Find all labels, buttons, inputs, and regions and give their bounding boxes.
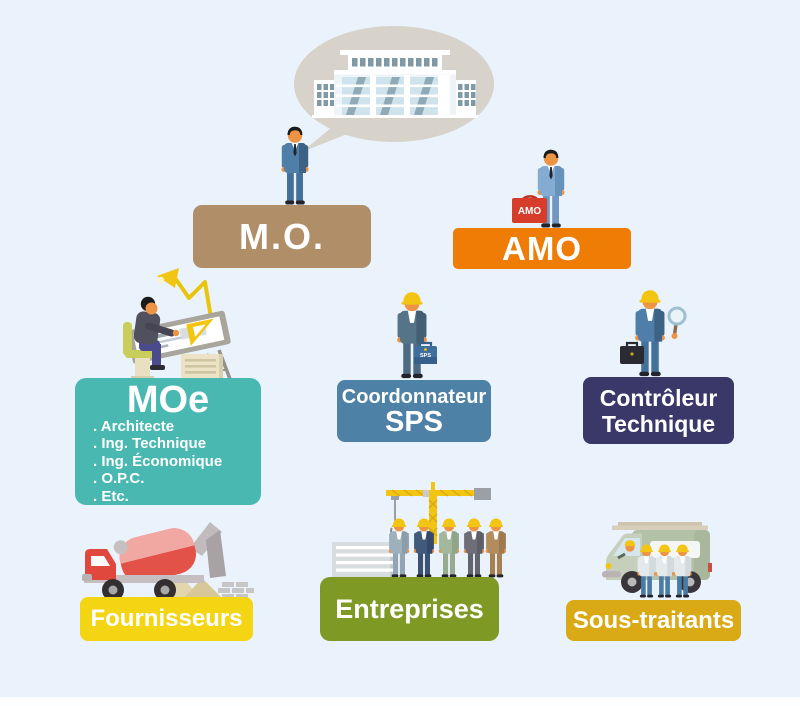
bottom-margin bbox=[0, 697, 800, 706]
sps-label-line1: Coordonnateur bbox=[341, 386, 487, 408]
moe-role-item: . O.P.C. bbox=[93, 470, 145, 488]
table-legs bbox=[195, 349, 232, 380]
sand-piles bbox=[160, 574, 254, 599]
technical-controller-icon bbox=[620, 290, 687, 377]
sps-coordinator-icon: SPS bbox=[397, 292, 437, 379]
construction-crew-icon bbox=[332, 482, 506, 578]
building-under-construction bbox=[332, 542, 398, 578]
moe-role-list: . Architecte . Ing. Technique . Ing. Éco… bbox=[75, 418, 261, 505]
office-building-icon bbox=[312, 50, 478, 118]
van-icon bbox=[602, 522, 712, 593]
architect-drafting-table-icon bbox=[123, 268, 232, 380]
drawer-cabinet bbox=[181, 354, 223, 380]
sps-briefcase-icon: SPS bbox=[414, 341, 437, 364]
amo-bag-icon: AMO bbox=[512, 195, 547, 223]
briefcase-icon bbox=[620, 341, 644, 364]
moe-role-item: . Architecte bbox=[93, 418, 175, 435]
moe-role-item: . Ing. Économique bbox=[93, 452, 223, 470]
controleur-label-line2: Technique bbox=[601, 410, 716, 437]
businessman-amo-icon: AMO bbox=[512, 147, 568, 231]
sps-node: Coordonnateur SPS bbox=[337, 380, 491, 442]
amo-bag-label: AMO bbox=[518, 206, 542, 217]
van-driver bbox=[617, 540, 636, 560]
mo-label: M.O. bbox=[239, 215, 325, 257]
amo-label: AMO bbox=[502, 229, 582, 267]
architect-figure bbox=[123, 296, 180, 380]
entreprises-label: Entreprises bbox=[335, 593, 484, 624]
truck-cab bbox=[82, 549, 116, 581]
sous-traitants-node: Sous-traitants bbox=[566, 600, 741, 641]
moe-role-item: . Etc. bbox=[93, 487, 129, 505]
amo-node: AMO bbox=[453, 228, 631, 269]
sps-label-line2: SPS bbox=[384, 406, 444, 438]
sps-case-label: SPS bbox=[420, 353, 431, 359]
moe-title: MOe bbox=[126, 379, 210, 421]
controleur-node: Contrôleur Technique bbox=[583, 377, 734, 444]
tower-crane-icon bbox=[386, 482, 491, 544]
mo-node: M.O. bbox=[193, 205, 371, 268]
mixer-drum bbox=[113, 528, 197, 583]
cement-mixer-truck-icon bbox=[82, 522, 254, 601]
businessman-icon bbox=[275, 124, 315, 208]
fournisseurs-node: Fournisseurs bbox=[80, 597, 253, 641]
magnifier-icon bbox=[667, 306, 687, 339]
triangle-ruler-icon bbox=[186, 318, 214, 346]
desk-lamp-icon bbox=[157, 268, 213, 319]
entreprises-node: Entreprises bbox=[320, 577, 499, 641]
controleur-label-line1: Contrôleur bbox=[599, 384, 718, 411]
chute bbox=[190, 522, 226, 578]
office-building-speech-bubble-icon bbox=[294, 26, 494, 152]
drawing-board bbox=[126, 310, 231, 364]
sous-traitants-label: Sous-traitants bbox=[572, 606, 735, 634]
moe-node: MOe . Architecte . Ing. Technique . Ing.… bbox=[75, 378, 261, 505]
fournisseurs-label: Fournisseurs bbox=[90, 605, 243, 632]
moe-role-item: . Ing. Technique bbox=[93, 435, 207, 453]
subcontractor-van-icon bbox=[602, 522, 712, 598]
